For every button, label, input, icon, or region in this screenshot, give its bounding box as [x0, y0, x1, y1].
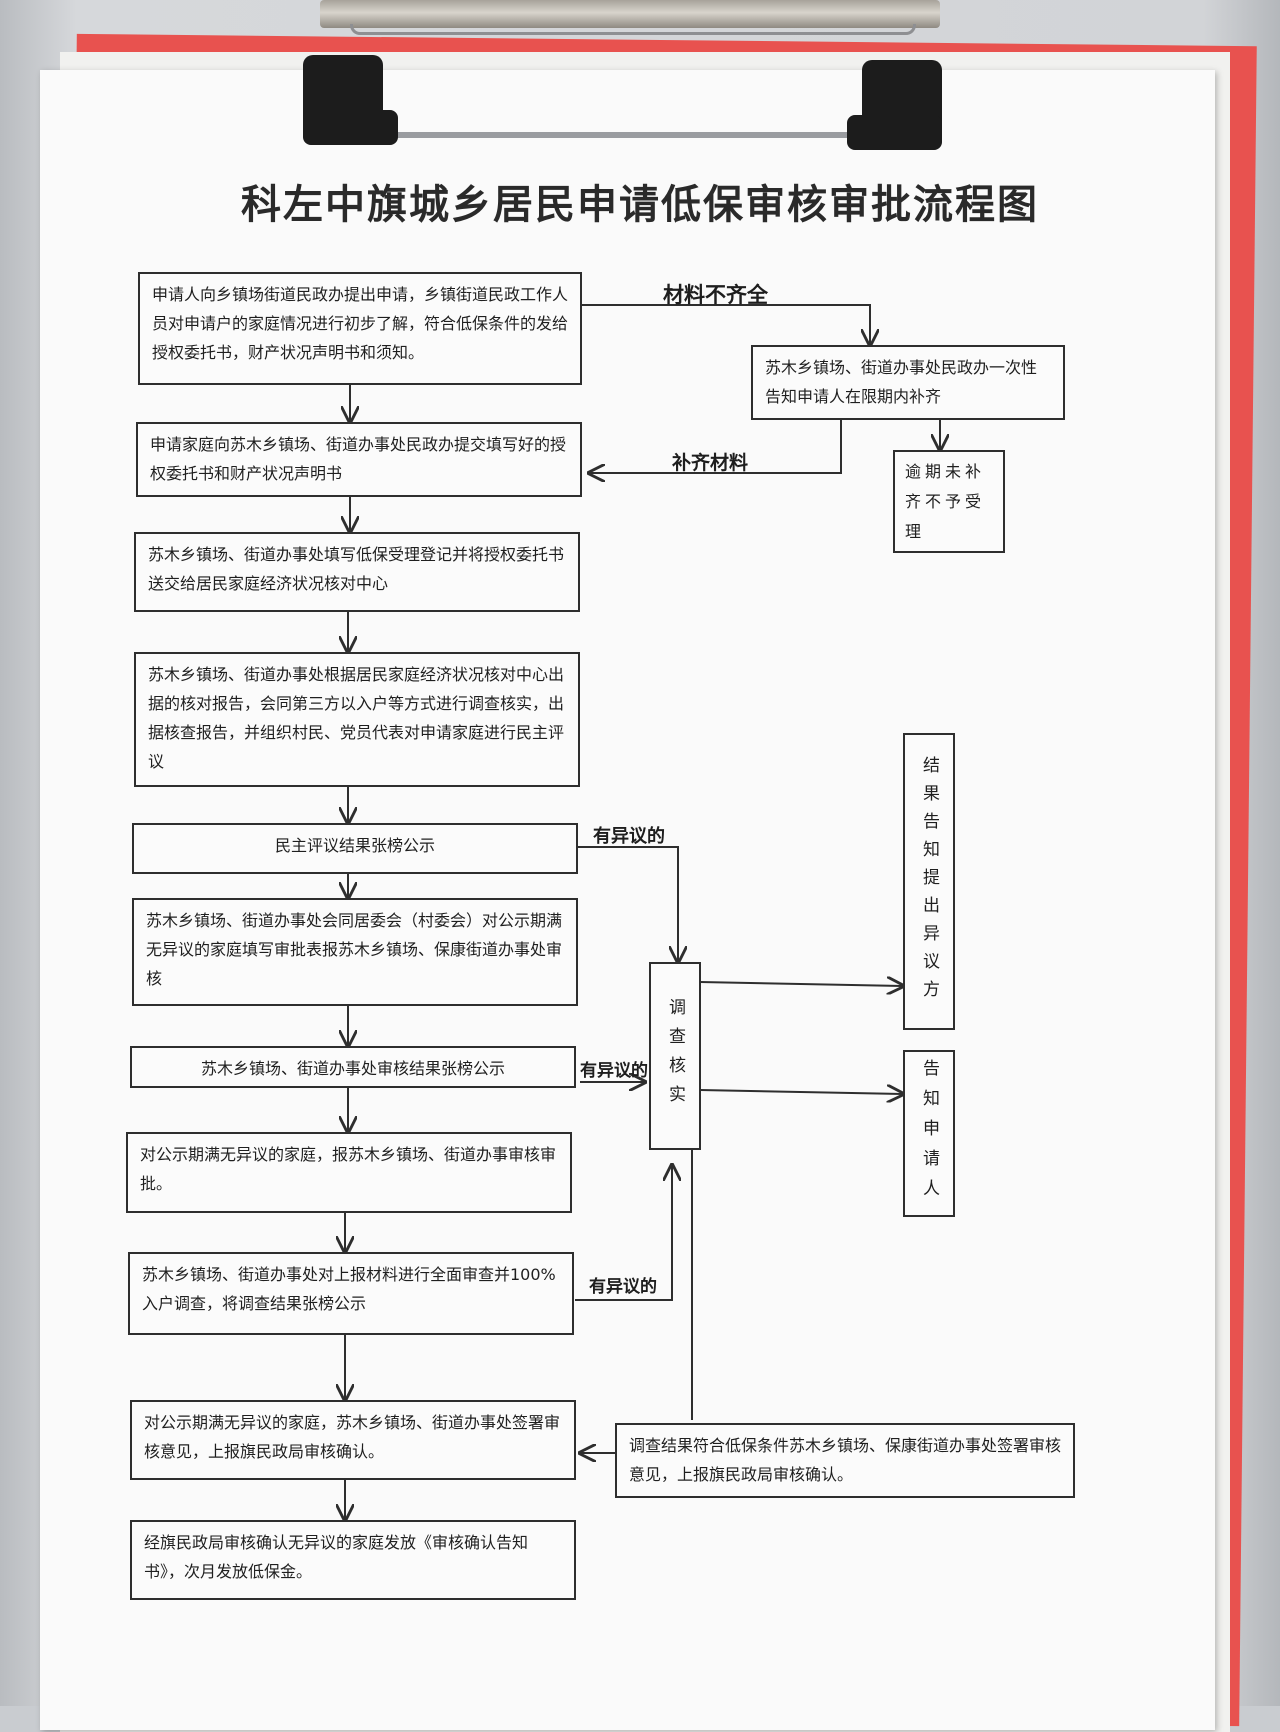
clip-bar [320, 0, 940, 28]
clip-rod [350, 24, 916, 35]
label-objection-2: 有异议的 [580, 1061, 648, 1081]
step-investigate-box: 苏木乡镇场、街道办事处根据居民家庭经济状况核对中心出据的核对报告，会同第三方以入… [134, 652, 580, 787]
step-submit-box: 申请家庭向苏木乡镇场、街道办事处民政办提交填写好的授权委托书和财产状况声明书 [136, 422, 582, 497]
page-title: 科左中旗城乡居民申请低保审核审批流程图 [241, 182, 1039, 228]
step-report-review-box: 对公示期满无异议的家庭，报苏木乡镇场、街道办事审核审批。 [126, 1132, 572, 1213]
clip-right-foot [847, 60, 942, 150]
label-objection-3: 有异议的 [589, 1277, 657, 1297]
notify-supplement-box: 苏木乡镇场、街道办事处民政办一次性告知申请人在限期内补齐 [751, 345, 1065, 420]
step-approval-form-box: 苏木乡镇场、街道办事处会同居委会（村委会）对公示期满无异议的家庭填写审批表报苏木… [132, 898, 578, 1006]
step-register-box: 苏木乡镇场、街道办事处填写低保受理登记并将授权委托书送交给居民家庭经济状况核对中… [134, 532, 580, 612]
step-apply-box: 申请人向乡镇场街道民政办提出申请，乡镇街道民政工作人员对申请户的家庭情况进行初步… [138, 272, 582, 385]
notify-applicant-box: 告知申请人 [903, 1050, 955, 1217]
step-review-publicity-box: 苏木乡镇场、街道办事处审核结果张榜公示 [130, 1046, 576, 1088]
notify-objector-box: 结果告知提出异议方 [903, 733, 955, 1030]
clip-wire [330, 132, 930, 138]
label-objection-1: 有异议的 [593, 826, 665, 847]
step-sign-opinion-box: 对公示期满无异议的家庭，苏木乡镇场、街道办事处签署审核意见，上报旗民政局审核确认… [130, 1400, 576, 1480]
label-incomplete: 材料不齐全 [663, 283, 768, 307]
step-issue-notice-box: 经旗民政局审核确认无异议的家庭发放《审核确认告知书》，次月发放低保金。 [130, 1520, 576, 1600]
qualified-result-box: 调查结果符合低保条件苏木乡镇场、保康街道办事处签署审核意见，上报旗民政局审核确认… [615, 1423, 1075, 1498]
clip-left-foot [303, 55, 398, 145]
step-publicity-box: 民主评议结果张榜公示 [132, 823, 578, 874]
label-supplement: 补齐材料 [672, 452, 749, 474]
investigate-verify-box: 调查核实 [649, 962, 701, 1150]
overdue-rejected-box: 逾期未补齐不予受理 [893, 450, 1005, 553]
step-full-review-box: 苏木乡镇场、街道办事处对上报材料进行全面审查并100%入户调查，将调查结果张榜公… [128, 1252, 574, 1335]
